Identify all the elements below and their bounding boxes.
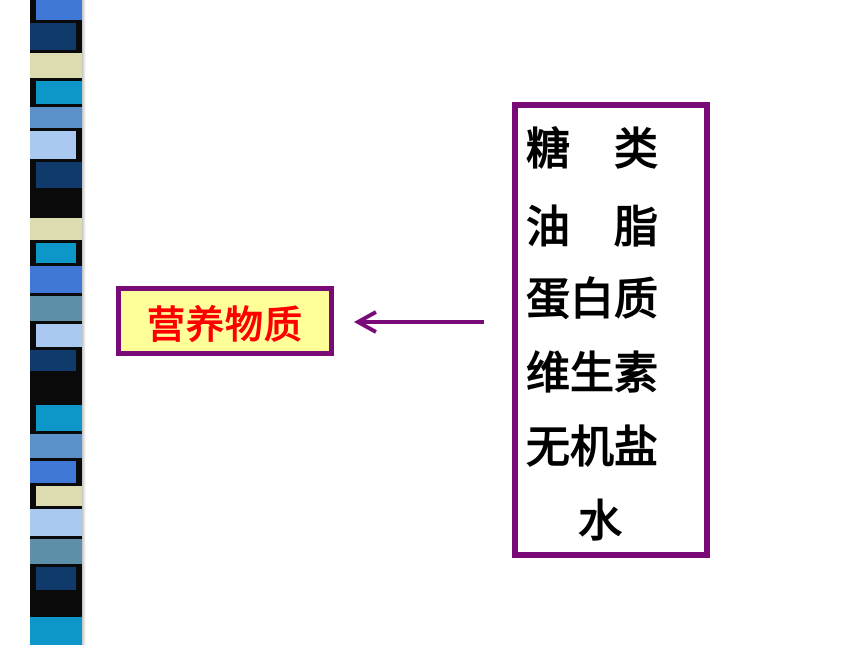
stripe-block [30,296,82,321]
nutrient-title: 营养物质 [146,302,303,347]
stripe-block [30,374,82,402]
nutrient-list-box: 糖 类 油 脂 蛋白质 维生素 无机盐 水 [512,102,710,558]
stripe-block [36,324,82,347]
stripe-block [30,461,76,483]
left-arrow-icon [353,310,484,334]
stripe-shadow [82,0,86,645]
list-item-vitamin: 维生素 [526,348,658,399]
stripe-block [30,539,82,564]
stripe-block [30,617,82,645]
stripe-block [36,486,82,506]
stripe-block [30,218,82,240]
list-item-mineral: 无机盐 [526,422,658,473]
stripe-block [36,0,82,20]
stripe-block [36,405,82,431]
stripe-block [30,131,76,159]
list-item-protein: 蛋白质 [526,274,658,325]
stripe-block [36,81,82,104]
stripe-block [36,243,76,263]
stripe-block [30,266,82,293]
list-item-fat: 油 脂 [526,202,658,253]
stripe-block [36,162,82,188]
stripe-block [30,509,82,536]
stripe-block [30,191,82,215]
list-item-water: 水 [578,496,622,547]
stripe-block [30,107,82,128]
stripe-block [30,23,76,50]
stripe-block [36,567,76,590]
nutrient-title-box: 营养物质 [116,286,334,356]
stripe-block [30,434,82,458]
decorative-stripe [30,0,82,645]
stripe-block [30,593,82,614]
stripe-block [30,53,82,78]
stripe-block [30,350,76,371]
list-item-sugar: 糖 类 [526,124,658,175]
